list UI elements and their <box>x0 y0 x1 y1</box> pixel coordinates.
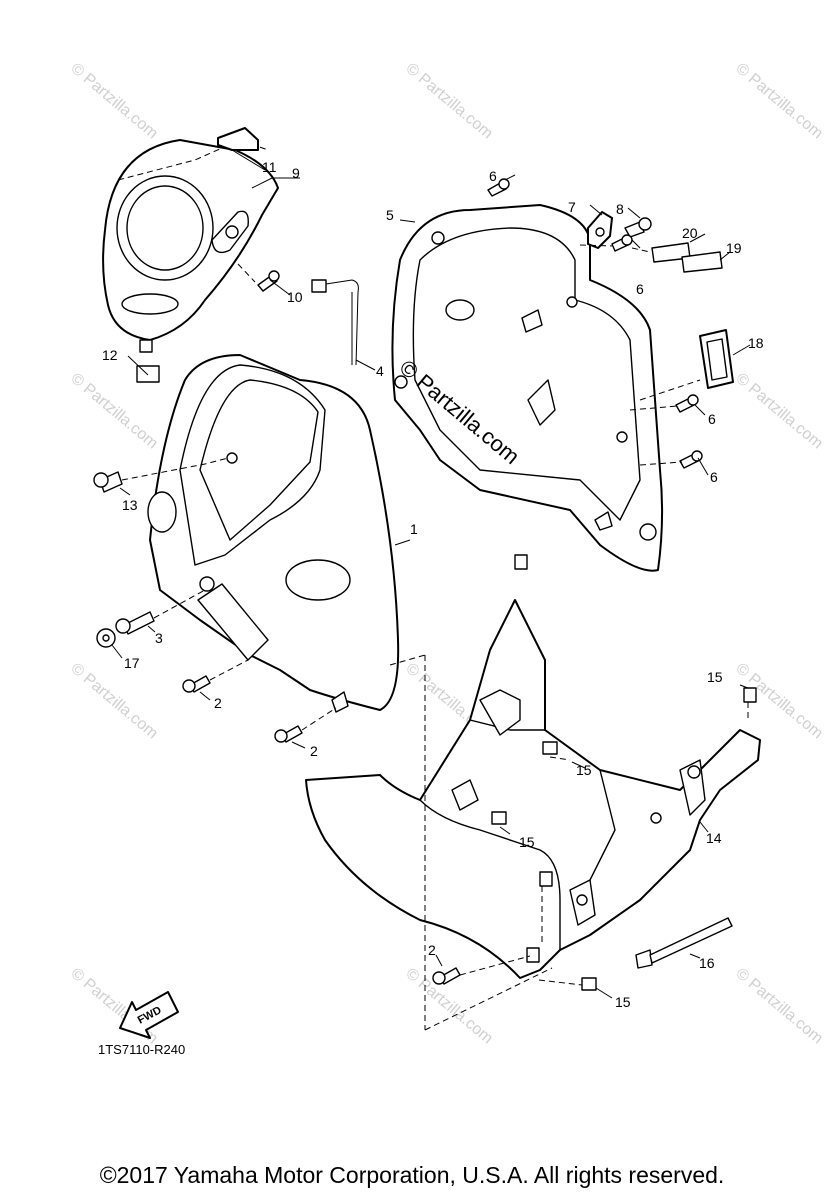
callout-19: 19 <box>726 240 742 256</box>
callout-13: 13 <box>122 497 138 513</box>
part-4-cable-tie <box>311 279 359 366</box>
callout-20: 20 <box>682 225 698 241</box>
part-18-grommet <box>699 329 734 389</box>
leader-lines <box>111 149 751 1031</box>
part-14-lower-panel <box>305 554 761 979</box>
part-19-20-seals <box>651 242 723 273</box>
part-9-headlight-housing <box>102 139 279 353</box>
callout-labels: 1 2 2 2 3 4 5 6 6 6 6 7 8 9 10 11 12 13 … <box>102 159 764 1010</box>
callout-2: 2 <box>428 942 436 958</box>
callout-6: 6 <box>636 281 644 297</box>
callout-2: 2 <box>214 695 222 711</box>
watermark-text: © Partzilla.com <box>732 60 824 142</box>
part-3-screw <box>115 611 155 635</box>
callout-3: 3 <box>155 630 163 646</box>
callout-18: 18 <box>748 335 764 351</box>
part-7-bracket <box>587 211 613 249</box>
callout-17: 17 <box>124 655 140 671</box>
part-10-screw <box>257 270 280 292</box>
callout-2: 2 <box>310 743 318 759</box>
callout-15: 15 <box>519 834 535 850</box>
watermark-text: © Partzilla.com <box>402 60 496 142</box>
callout-5: 5 <box>386 207 394 223</box>
part-13-rivet <box>93 471 123 493</box>
part-1-leg-shield <box>147 354 400 713</box>
callout-10: 10 <box>287 289 303 305</box>
callout-4: 4 <box>376 363 384 379</box>
watermark-text: © Partzilla.com <box>67 60 161 142</box>
part-17-washer <box>96 628 116 648</box>
watermark-text: © Partzilla.com <box>67 660 161 742</box>
part-8-bolt <box>624 217 652 238</box>
part-6-screws <box>487 178 703 469</box>
callout-7: 7 <box>568 199 576 215</box>
callout-15: 15 <box>707 669 723 685</box>
callout-9: 9 <box>292 165 300 181</box>
callout-6: 6 <box>489 168 497 184</box>
part-15-clips <box>491 687 757 991</box>
callout-14: 14 <box>706 830 722 846</box>
part-12-nut <box>136 365 160 383</box>
callout-8: 8 <box>616 201 624 217</box>
diagram-code: 1TS7110-R240 <box>98 1042 185 1057</box>
callout-11: 11 <box>262 159 277 175</box>
callout-15: 15 <box>576 762 592 778</box>
part-16-tie-strap <box>635 917 733 969</box>
callout-1: 1 <box>410 521 418 537</box>
watermark-text: © Partzilla.com <box>732 965 824 1047</box>
callout-6: 6 <box>710 469 718 485</box>
copyright-notice: ©2017 Yamaha Motor Corporation, U.S.A. A… <box>99 1162 725 1188</box>
part-11-cap <box>217 127 259 151</box>
callout-16: 16 <box>699 955 715 971</box>
fwd-arrow: FWD <box>119 991 179 1039</box>
callout-15: 15 <box>615 994 631 1010</box>
callout-12: 12 <box>102 347 118 363</box>
part-5-inner-panel <box>391 204 664 572</box>
watermark-text: © Partzilla.com <box>732 370 824 452</box>
callout-6: 6 <box>708 411 716 427</box>
